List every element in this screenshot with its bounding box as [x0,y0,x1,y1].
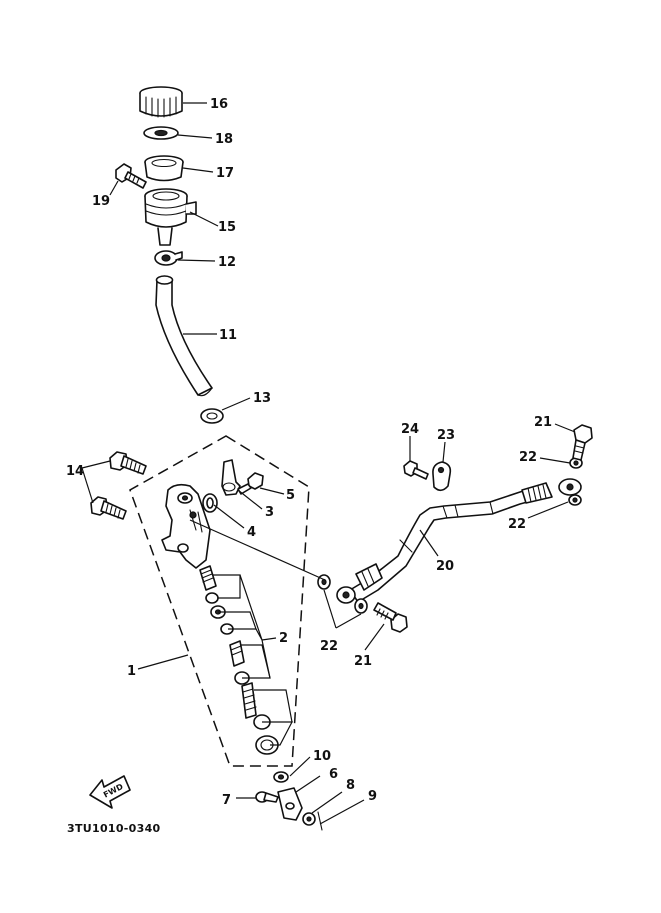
reservoir-hose [155,275,213,397]
callout-1: 1 [127,664,136,679]
hose-clamp-top [154,250,183,266]
copper-washer-d [568,494,582,506]
callout-14: 14 [66,464,84,479]
callout-19: 19 [92,194,110,209]
diaphragm-plate [143,126,179,140]
joint-screw [237,472,264,495]
callout-9: 9 [368,789,377,804]
callout-11: 11 [219,328,237,343]
diagram-code: 3TU1010-0340 [67,822,161,835]
assembly-dashed-outline [129,435,310,767]
piston-kit-bracket [212,574,293,746]
callout-5: 5 [286,488,295,503]
o-ring [202,493,218,513]
washer-10 [273,771,289,783]
cotter-pin [317,811,323,831]
callout-18: 18 [215,132,233,147]
callout-2: 2 [279,631,288,646]
callout-21-b: 21 [354,654,372,669]
callout-20: 20 [436,559,454,574]
mounting-bolt-lower [90,496,127,520]
copper-washer-b [354,598,368,614]
union-bolt-upper [572,424,593,461]
forward-arrow-icon: FWD [89,775,131,809]
leader-lines [81,102,576,825]
callout-12: 12 [218,255,236,270]
diaphragm [144,155,184,182]
callout-22-b: 22 [519,450,537,465]
clevis-nut [302,812,316,826]
hose-clamp-bottom [200,408,224,424]
clevis [277,787,303,821]
brake-hose [336,478,582,604]
callout-3: 3 [265,505,274,520]
callout-8: 8 [346,778,355,793]
union-bolt-lower [373,602,408,633]
callout-24: 24 [401,422,419,437]
callout-6: 6 [329,767,338,782]
callout-17: 17 [216,166,234,181]
hose-clamp-bracket [432,461,452,492]
clamp-bolt [403,460,429,480]
callout-22-a: 22 [320,639,338,654]
piston-kit-leader [239,574,271,679]
callout-16: 16 [210,97,228,112]
reservoir-tank [144,188,197,246]
hose-joint [221,459,241,496]
clevis-pin [255,791,279,803]
reservoir-cap [139,86,183,118]
copper-washer-a [317,574,331,590]
callout-22-c: 22 [508,517,526,532]
callout-13: 13 [253,391,271,406]
callout-23: 23 [437,428,455,443]
reservoir-bolt [115,163,147,189]
callout-10: 10 [313,749,331,764]
mounting-bolt-upper [109,451,147,475]
callout-4: 4 [247,525,256,540]
callout-21-a: 21 [534,415,552,430]
callout-7: 7 [222,793,231,808]
master-cylinder-body [161,483,211,569]
callout-15: 15 [218,220,236,235]
